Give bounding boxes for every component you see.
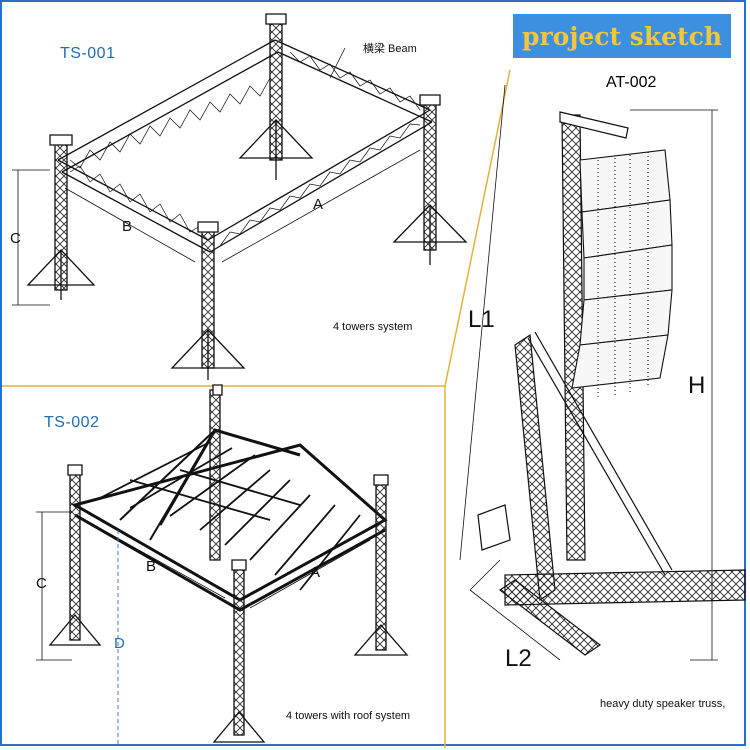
- ts001-beam-label: 横梁 Beam: [363, 43, 417, 55]
- ts001-dim-a: A: [313, 196, 324, 213]
- at002-base: [498, 569, 746, 656]
- ts002-tower-front: [212, 559, 266, 743]
- ts002-tower-left: [48, 464, 102, 646]
- ts002-caption: 4 towers with roof system: [286, 710, 411, 722]
- ts001-tower-front-left: [26, 134, 96, 300]
- ts002-structure: [36, 384, 409, 745]
- ts001-dim-c-line: [12, 169, 50, 306]
- at002-dim-l1: L1: [468, 306, 495, 333]
- at002-speaker-array: [571, 149, 673, 400]
- ts001-structure: [12, 13, 468, 380]
- project-sketch-label: project sketch: [522, 21, 722, 51]
- at002-title: AT-002: [606, 74, 657, 91]
- at002-main-mast: [559, 111, 629, 561]
- ts001-tower-right: [392, 94, 468, 265]
- at002-dim-h-line: [630, 109, 718, 661]
- ts001-tower-back: [238, 13, 314, 180]
- ts002-dim-a: A: [310, 564, 321, 581]
- at002-dim-l1-line: [459, 84, 506, 561]
- ts002-dim-b: B: [146, 558, 157, 575]
- at002-caption: heavy duty speaker truss,: [600, 698, 726, 710]
- ts002-dim-c: C: [36, 575, 47, 592]
- ts001-dim-b: B: [122, 218, 133, 235]
- ts001-beam-leader: [329, 47, 346, 79]
- ts001-beam-left: [57, 39, 279, 173]
- at002-dim-h: H: [688, 372, 706, 399]
- at002-dim-l2-line: [469, 589, 561, 661]
- at002-dim-l2: L2: [505, 645, 532, 672]
- ts002-dim-a-line: [249, 539, 371, 609]
- ts002-title: TS-002: [44, 414, 100, 431]
- project-sketch-badge: project sketch: [513, 14, 731, 58]
- ts002-dim-d: D: [114, 635, 125, 652]
- ts001-beam-front: [57, 159, 211, 253]
- ts002-tower-back: [209, 384, 223, 561]
- ts001-dim-c: C: [10, 230, 21, 247]
- ts002-roof-frame: [71, 443, 388, 602]
- ts002-dim-b-line: [84, 519, 226, 599]
- ts001-caption: 4 towers system: [333, 321, 413, 333]
- ts001-title: TS-001: [60, 45, 116, 62]
- at002-counterweight: [477, 504, 511, 551]
- ts001-dim-b-line: [64, 187, 196, 263]
- ts002-tower-right: [353, 474, 409, 656]
- ts002-dim-c-line: [36, 511, 72, 661]
- at002-structure: [459, 84, 746, 661]
- ts001-beam-right: [207, 109, 433, 253]
- ts001-dim-a-line: [221, 149, 421, 263]
- ts001-tower-front-right: [170, 221, 246, 380]
